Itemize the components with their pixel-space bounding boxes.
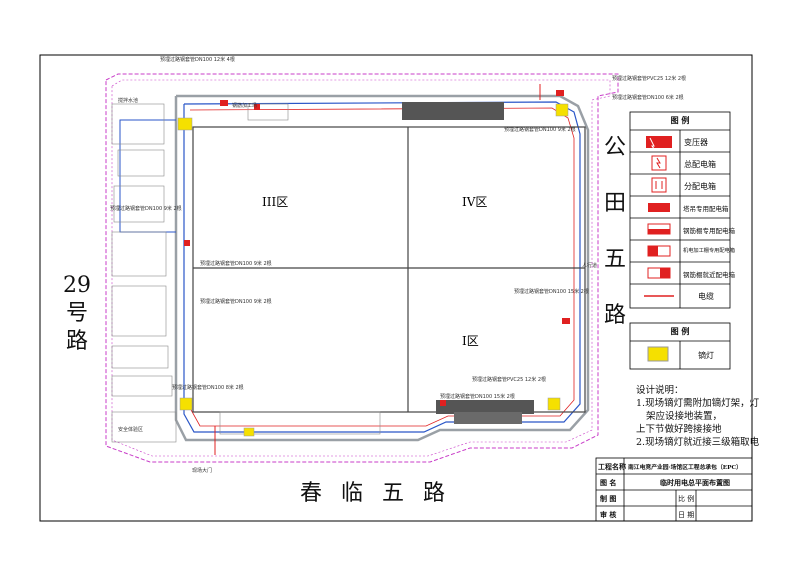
zone-label-iv: IV区	[462, 195, 488, 209]
cable-label: 预埋过路钢套管DN100 6米 2根	[612, 95, 684, 101]
drawing-label: 图 名	[600, 478, 617, 487]
legend-1-title: 图 例	[670, 116, 690, 125]
cable-label: 预埋过路钢套管PVC25 12米 2根	[612, 76, 687, 82]
west-road-name: 29 号 路	[62, 272, 92, 356]
machine-box-icon	[647, 245, 671, 257]
shed-box-icon	[647, 267, 671, 279]
project-value: 南江电竞产业园·场馆区工程总承包（EPC）	[628, 465, 742, 471]
hatched-block-south	[436, 400, 534, 414]
site-label-steel: 钢筋加工场	[232, 103, 258, 109]
floodlights	[177, 103, 569, 437]
check-label: 审 核	[600, 510, 617, 519]
legend-item-label: 机电加工棚专用配电箱	[683, 248, 735, 254]
hatched-block-south-2	[454, 412, 522, 424]
west-structures	[111, 103, 381, 443]
zone-label-iii: III区	[262, 195, 289, 209]
site-label-sidewalk: 人行道	[582, 263, 598, 269]
drawing-value: 临时用电总平面布置图	[660, 478, 730, 487]
zone-outline	[192, 126, 586, 413]
distribution-boxes	[184, 90, 570, 406]
site-label-security: 安全体验区	[118, 427, 144, 433]
east-road-char: 公	[603, 135, 626, 160]
design-note-line: 架应设接地装置，	[646, 411, 723, 422]
west-road-char: 29	[63, 273, 91, 298]
legend-item-label: 塔吊专用配电箱	[683, 205, 729, 213]
cable-label: 预埋过路钢套管DN100 12米 4根	[160, 57, 235, 63]
title-block	[595, 457, 753, 522]
design-note-line: 1.现场镝灯需附加镝灯架，灯	[636, 398, 760, 409]
cable-label: 预埋过路钢套管DN100 15米 2根	[514, 289, 589, 295]
cable-label: 预埋过路钢套管DN100 15米 2根	[440, 394, 515, 400]
site-boundary-inner	[111, 79, 611, 457]
design-notes: 设计说明： 1.现场镝灯需附加镝灯架，灯 架应设接地装置， 上下节做好跨接接地 …	[636, 384, 759, 449]
main-box-icon	[651, 155, 667, 171]
legend-item-label: 钢筋棚就近配电箱	[683, 271, 735, 279]
drawn-label: 制 图	[600, 494, 617, 503]
south-road-name: 春 临 五 路	[300, 481, 451, 506]
cable-label: 预埋过路钢套管PVC25 12米 2根	[472, 377, 547, 383]
scale-label: 比 例	[678, 495, 695, 503]
sub-box-icon	[651, 177, 667, 193]
site-label-water: 搅拌水池	[118, 98, 139, 104]
legend-box-2	[629, 322, 731, 370]
legend-item-label: 分配电箱	[684, 182, 716, 191]
site-boundary	[105, 73, 619, 463]
cable-label: 预埋过路钢套管DN100 9米 2根	[110, 206, 182, 212]
west-road-char: 号	[65, 301, 88, 326]
temporary-road	[174, 94, 590, 442]
cable-label: 预埋过路钢套管DN100 8米 2根	[172, 385, 244, 391]
date-label: 日 期	[678, 511, 695, 519]
hatched-block-north	[402, 102, 504, 120]
tower-box-icon	[648, 203, 670, 212]
design-note-line: 2.现场镝灯就近接三级箱取电	[636, 437, 760, 448]
drawing-frame	[39, 54, 753, 522]
cable-label: 预埋过路钢套管DN100 9米 2根	[504, 127, 576, 133]
site-label-gate: 现场大门	[192, 468, 213, 474]
design-notes-title: 设计说明：	[636, 385, 684, 396]
legend-item-label: 电缆	[698, 292, 714, 301]
design-note-line: 上下节做好跨接接地	[636, 424, 722, 435]
legend-item-label: 总配电箱	[684, 160, 716, 169]
legend-item-label: 镝灯	[698, 351, 714, 360]
legend-item-label: 变压器	[684, 138, 708, 147]
legend-item-label: 钢筋棚专用配电箱	[683, 227, 735, 235]
zone-label-i: I区	[462, 334, 479, 348]
floodlight-icon	[647, 346, 669, 362]
cable-label: 预埋过路钢套管DN100 9米 2根	[200, 261, 272, 267]
west-road-char: 路	[65, 329, 88, 354]
legend-box-1	[629, 111, 731, 309]
east-road-name: 公 田 五 路	[602, 120, 628, 344]
east-road-char: 田	[603, 191, 626, 216]
cable-label: 预埋过路钢套管DN100 9米 2根	[200, 299, 272, 305]
rebar-box-icon	[647, 223, 671, 235]
east-road-char: 路	[603, 303, 626, 328]
east-road-char: 五	[603, 247, 626, 272]
legend-2-title: 图 例	[670, 327, 690, 336]
transformer-icon	[646, 136, 672, 151]
project-label: 工程名称	[598, 462, 626, 471]
